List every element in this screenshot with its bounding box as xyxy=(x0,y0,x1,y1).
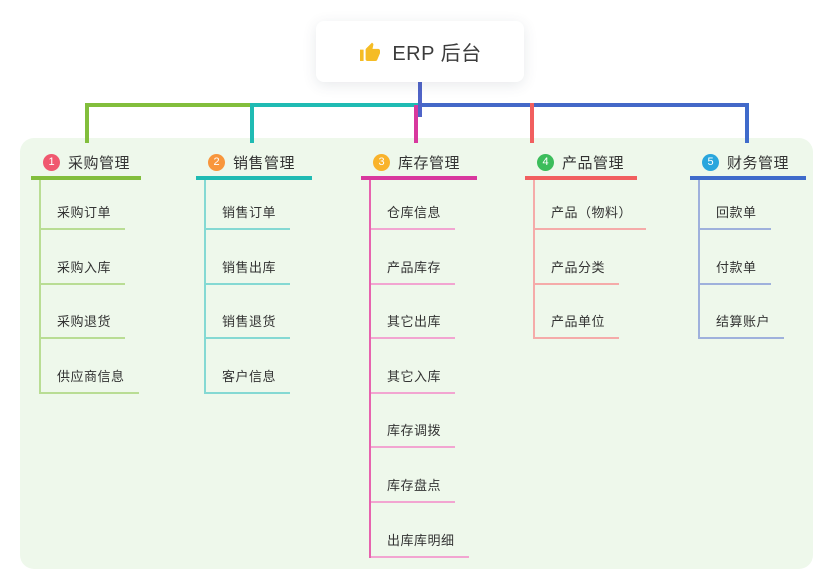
connector-left-green xyxy=(86,103,252,107)
connector-drop-purchase xyxy=(85,103,89,143)
branch-finance-header[interactable]: 5 财务管理 xyxy=(690,149,806,180)
child-node-row: 付款单 xyxy=(700,230,806,285)
child-node[interactable]: 产品（物料） xyxy=(535,202,647,230)
child-node-row: 采购订单 xyxy=(41,180,141,230)
child-node-row: 产品单位 xyxy=(535,285,637,340)
badge-5: 5 xyxy=(702,154,719,171)
thumbs-up-icon xyxy=(358,40,382,64)
child-node-row: 回款单 xyxy=(700,180,806,230)
child-node[interactable]: 采购入库 xyxy=(41,257,126,285)
branch-purchase-title: 采购管理 xyxy=(68,155,131,172)
child-node[interactable]: 销售出库 xyxy=(206,257,291,285)
branch-purchase-header[interactable]: 1 采购管理 xyxy=(31,149,141,180)
child-node[interactable]: 客户信息 xyxy=(206,366,291,394)
child-node[interactable]: 结算账户 xyxy=(700,311,785,340)
child-node-row: 销售出库 xyxy=(206,230,312,285)
branch-finance: 5 财务管理 回款单付款单结算账户 xyxy=(690,149,806,340)
branch-finance-title: 财务管理 xyxy=(727,155,790,172)
child-node[interactable]: 仓库信息 xyxy=(371,202,456,230)
child-node-row: 销售订单 xyxy=(206,180,312,230)
child-node[interactable]: 产品单位 xyxy=(535,311,620,340)
root-node-label: ERP 后台 xyxy=(392,43,482,65)
branch-inventory-header[interactable]: 3 库存管理 xyxy=(361,149,477,180)
child-node-row: 库存调拨 xyxy=(371,394,477,449)
mindmap-backdrop-panel xyxy=(20,138,813,569)
child-node-row: 其它出库 xyxy=(371,285,477,340)
child-node[interactable]: 产品库存 xyxy=(371,257,456,285)
connector-drop-inventory xyxy=(414,105,418,143)
badge-1: 1 xyxy=(43,154,60,171)
branch-product-children: 产品（物料） 产品分类产品单位 xyxy=(533,180,647,340)
connector-right-blue xyxy=(419,103,749,107)
branch-finance-children: 回款单付款单结算账户 xyxy=(698,180,806,340)
badge-3: 3 xyxy=(373,154,390,171)
child-node[interactable]: 其它入库 xyxy=(371,366,456,394)
branch-product-title: 产品管理 xyxy=(562,155,625,172)
connector-drop-finance xyxy=(745,103,749,143)
child-node-row: 采购退货 xyxy=(41,285,141,340)
connector-drop-product xyxy=(530,103,534,143)
child-node[interactable]: 采购订单 xyxy=(41,202,126,230)
branch-sales-header[interactable]: 2 销售管理 xyxy=(196,149,312,180)
branch-product: 4 产品管理 产品（物料） 产品分类产品单位 xyxy=(525,149,647,340)
child-node-row: 库存盘点 xyxy=(371,448,477,503)
child-node[interactable]: 出库库明细 xyxy=(371,530,469,558)
branch-inventory-title: 库存管理 xyxy=(398,155,461,172)
branch-inventory: 3 库存管理 仓库信息产品库存其它出库其它入库库存调拨库存盘点出库库明细 xyxy=(361,149,477,558)
child-node[interactable]: 产品分类 xyxy=(535,257,620,285)
child-node-row: 结算账户 xyxy=(700,285,806,340)
child-node[interactable]: 采购退货 xyxy=(41,311,126,340)
branch-inventory-children: 仓库信息产品库存其它出库其它入库库存调拨库存盘点出库库明细 xyxy=(369,180,477,558)
connector-root-vertical xyxy=(418,82,422,117)
branch-purchase: 1 采购管理 采购订单采购入库采购退货供应商信息 xyxy=(31,149,141,394)
child-node-row: 客户信息 xyxy=(206,339,312,394)
child-node-row: 产品库存 xyxy=(371,230,477,285)
child-node-row: 销售退货 xyxy=(206,285,312,340)
connector-drop-sales xyxy=(250,103,254,143)
child-node[interactable]: 回款单 xyxy=(700,202,771,230)
child-node[interactable]: 销售退货 xyxy=(206,311,291,340)
badge-4: 4 xyxy=(537,154,554,171)
branch-sales: 2 销售管理 销售订单销售出库销售退货客户信息 xyxy=(196,149,312,394)
root-node[interactable]: ERP 后台 xyxy=(316,21,524,82)
child-node[interactable]: 其它出库 xyxy=(371,311,456,340)
branch-product-header[interactable]: 4 产品管理 xyxy=(525,149,637,180)
branch-purchase-children: 采购订单采购入库采购退货供应商信息 xyxy=(39,180,141,394)
child-node-row: 产品（物料） xyxy=(535,180,647,230)
child-node-row: 产品分类 xyxy=(535,230,637,285)
child-node[interactable]: 供应商信息 xyxy=(41,366,139,394)
branch-sales-children: 销售订单销售出库销售退货客户信息 xyxy=(204,180,312,394)
child-node-row: 仓库信息 xyxy=(371,180,477,230)
child-node[interactable]: 库存调拨 xyxy=(371,420,456,449)
child-node[interactable]: 销售订单 xyxy=(206,202,291,230)
branch-sales-title: 销售管理 xyxy=(233,155,296,172)
badge-2: 2 xyxy=(208,154,225,171)
child-node-row: 供应商信息 xyxy=(41,339,141,394)
child-node-row: 采购入库 xyxy=(41,230,141,285)
connector-left-teal xyxy=(250,103,419,107)
child-node-row: 其它入库 xyxy=(371,339,477,394)
child-node[interactable]: 付款单 xyxy=(700,257,771,285)
child-node[interactable]: 库存盘点 xyxy=(371,475,456,503)
child-node-row: 出库库明细 xyxy=(371,503,477,558)
